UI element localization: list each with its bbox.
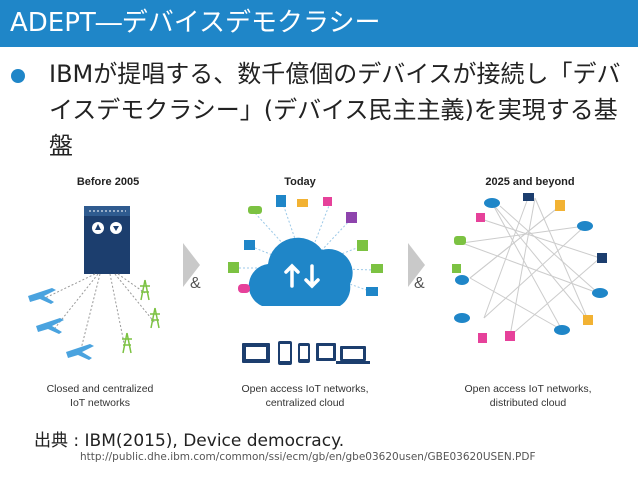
panel-caption-before-2005-line2: IoT networks — [70, 397, 130, 409]
bullet-dot-icon — [11, 69, 25, 83]
connector-arrow-1: & — [183, 243, 201, 292]
connector-ampersand-2: & — [414, 275, 425, 292]
slide-title: ADEPT―デバイスデモクラシー — [0, 0, 638, 47]
cloud-icon — [248, 237, 353, 306]
panel-caption-today-line2: centralized cloud — [266, 397, 345, 409]
panel-caption-today-line1: Open access IoT networks, — [241, 383, 368, 395]
screen-devices-icon — [242, 341, 370, 365]
panel-today: Today — [228, 176, 383, 409]
bullet-text: IBMが提唱する、数千億個のデバイスが接続し「デバイスデモクラシー」(デバイス民… — [49, 60, 621, 160]
panel-heading-before-2005: Before 2005 — [77, 176, 139, 188]
iot-device-icons — [228, 195, 383, 296]
small-cloud-icons — [454, 198, 608, 335]
panel-caption-2025-line2: distributed cloud — [490, 397, 567, 409]
mesh-network — [461, 197, 601, 337]
panel-heading-today: Today — [284, 176, 316, 188]
connector-arrow-2: & — [408, 243, 425, 292]
server-icon — [84, 206, 130, 274]
power-tower-icon — [122, 279, 160, 354]
device-node-icons — [452, 193, 607, 343]
panel-heading-2025: 2025 and beyond — [485, 176, 574, 188]
source-citation: 出典 : IBM(2015), Device democracy. — [34, 431, 345, 451]
panel-2025-and-beyond: 2025 and beyond — [452, 176, 608, 409]
panel-caption-2025-line1: Open access IoT networks, — [464, 383, 591, 395]
panel-before-2005: Before 2005 Closed — [28, 176, 160, 409]
device-democracy-diagram: Before 2005 Closed — [28, 176, 608, 409]
panel-caption-before-2005-line1: Closed and centralized — [47, 383, 154, 395]
airplane-icon — [28, 288, 94, 360]
source-url[interactable]: http://public.dhe.ibm.com/common/ssi/ecm… — [80, 451, 536, 463]
connector-ampersand-1: & — [190, 275, 201, 292]
